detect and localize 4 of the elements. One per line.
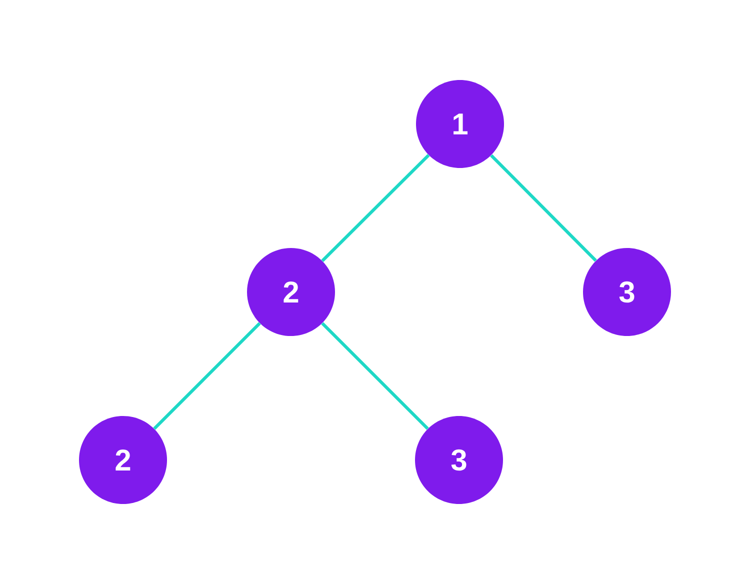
edge-line xyxy=(321,322,429,430)
edge-line xyxy=(153,322,261,430)
edge-line xyxy=(490,154,597,262)
edge-line xyxy=(321,154,430,262)
